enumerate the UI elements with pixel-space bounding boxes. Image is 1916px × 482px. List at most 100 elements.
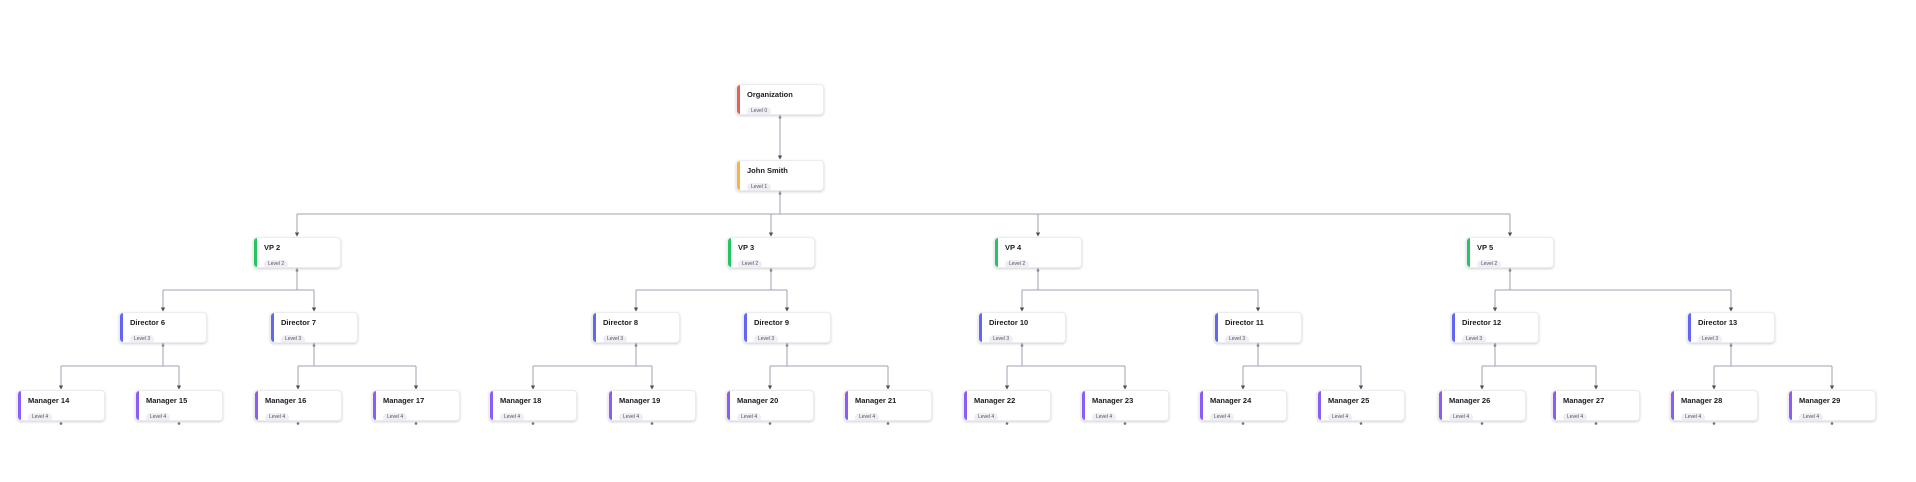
node-level-badge: Level 0	[747, 107, 772, 114]
node-title: Manager 21	[855, 396, 897, 405]
node-title: Manager 14	[28, 396, 70, 405]
node-source-handle[interactable]	[1830, 422, 1834, 425]
node-level-badge: Level 4	[1210, 413, 1235, 420]
level-accent-bar	[727, 391, 730, 420]
node-source-handle[interactable]	[1594, 422, 1598, 425]
edge-arrowhead-icon	[311, 307, 317, 312]
node-level-badge: Level 4	[1563, 413, 1588, 420]
node-title: Director 10	[989, 318, 1029, 327]
node-source-handle[interactable]	[634, 344, 638, 347]
node-source-handle[interactable]	[886, 422, 890, 425]
node-source-handle[interactable]	[768, 422, 772, 425]
node-title: Manager 20	[737, 396, 779, 405]
org-node-m21[interactable]: Manager 21 Level 4	[844, 390, 932, 421]
level-accent-bar	[1318, 391, 1321, 420]
node-source-handle[interactable]	[1036, 269, 1040, 272]
node-source-handle[interactable]	[1256, 344, 1260, 347]
edge-arrowhead-icon	[885, 385, 891, 390]
org-node-d10[interactable]: Director 10 Level 3	[978, 312, 1066, 343]
edge-arrowhead-icon	[633, 307, 639, 312]
level-accent-bar	[1452, 313, 1455, 342]
node-level-badge: Level 4	[500, 413, 525, 420]
node-source-handle[interactable]	[1480, 422, 1484, 425]
node-source-handle[interactable]	[312, 344, 316, 347]
node-level-badge: Level 4	[1328, 413, 1353, 420]
node-source-handle[interactable]	[778, 192, 782, 195]
node-source-handle[interactable]	[650, 422, 654, 425]
level-accent-bar	[1688, 313, 1691, 342]
node-source-handle[interactable]	[295, 269, 299, 272]
node-source-handle[interactable]	[177, 422, 181, 425]
node-title: Manager 24	[1210, 396, 1252, 405]
node-source-handle[interactable]	[778, 116, 782, 119]
node-source-handle[interactable]	[1359, 422, 1363, 425]
level-accent-bar	[490, 391, 493, 420]
node-source-handle[interactable]	[1020, 344, 1024, 347]
node-title: Director 8	[603, 318, 639, 327]
node-level-badge: Level 2	[1477, 260, 1502, 267]
node-source-handle[interactable]	[1241, 422, 1245, 425]
level-accent-bar	[728, 238, 731, 267]
node-source-handle[interactable]	[59, 422, 63, 425]
edge-arrowhead-icon	[1492, 307, 1498, 312]
level-accent-bar	[609, 391, 612, 420]
node-source-handle[interactable]	[1493, 344, 1497, 347]
level-accent-bar	[1789, 391, 1792, 420]
node-level-badge: Level 2	[264, 260, 289, 267]
node-level-badge: Level 4	[619, 413, 644, 420]
level-accent-bar	[254, 238, 257, 267]
node-source-handle[interactable]	[1005, 422, 1009, 425]
node-source-handle[interactable]	[414, 422, 418, 425]
node-source-handle[interactable]	[161, 344, 165, 347]
level-accent-bar	[120, 313, 123, 342]
level-accent-bar	[737, 85, 740, 114]
edge-arrowhead-icon	[1711, 385, 1717, 390]
node-title: Manager 16	[265, 396, 307, 405]
edge-arrowhead-icon	[1035, 232, 1041, 237]
level-accent-bar	[964, 391, 967, 420]
node-source-handle[interactable]	[531, 422, 535, 425]
level-accent-bar	[737, 161, 740, 190]
org-node-m24[interactable]: Manager 24 Level 4	[1199, 390, 1287, 421]
level-accent-bar	[979, 313, 982, 342]
node-source-handle[interactable]	[1123, 422, 1127, 425]
node-source-handle[interactable]	[1508, 269, 1512, 272]
node-source-handle[interactable]	[296, 422, 300, 425]
node-source-handle[interactable]	[769, 269, 773, 272]
node-level-badge: Level 3	[989, 335, 1014, 342]
node-source-handle[interactable]	[1729, 344, 1733, 347]
node-title: Manager 15	[146, 396, 188, 405]
node-source-handle[interactable]	[1712, 422, 1716, 425]
edge-arrowhead-icon	[784, 307, 790, 312]
node-level-badge: Level 4	[855, 413, 880, 420]
node-source-handle[interactable]	[785, 344, 789, 347]
